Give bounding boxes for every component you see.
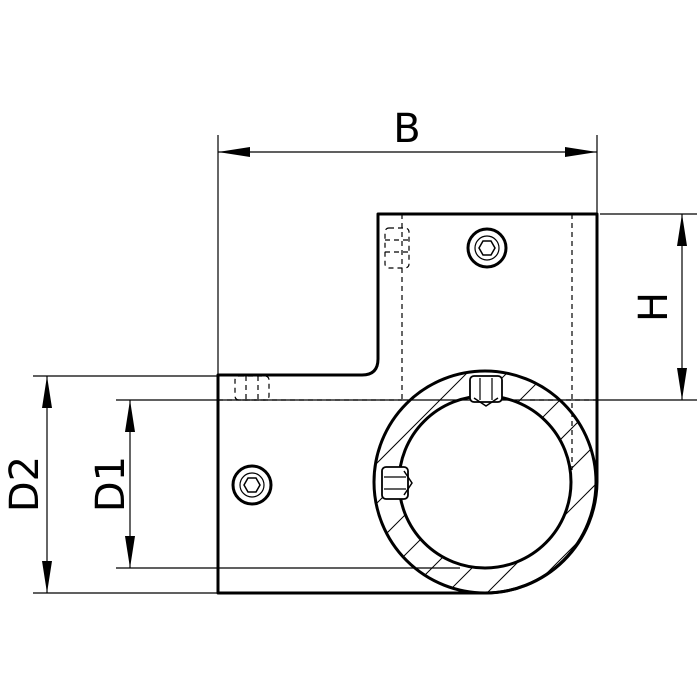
dimension-d2: D2 [2, 375, 218, 594]
dim-d1-arrow-bottom [125, 536, 135, 568]
dim-d2-arrow-top [42, 376, 52, 408]
dimension-b: B [217, 106, 598, 375]
hidden-lines [218, 214, 597, 470]
hidden-setscrew-left [234, 375, 270, 401]
dim-b-label: B [393, 106, 420, 152]
hex-screw-left [231, 464, 273, 506]
dim-b-arrow-left [218, 147, 250, 157]
dimension-h: H [500, 213, 697, 401]
dim-d1-label: D1 [88, 456, 134, 512]
hex-screw-top-right [466, 227, 508, 269]
dim-h-arrow-bottom [677, 368, 687, 400]
setscrew-left-section [381, 466, 413, 500]
hex-socket-icon [243, 477, 261, 493]
dim-h-label: H [631, 292, 677, 322]
hidden-setscrew-top [384, 227, 410, 269]
dim-d2-label: D2 [2, 456, 48, 512]
tube-inner-circle [397, 394, 573, 570]
hex-socket-icon [478, 240, 496, 256]
setscrew-top-section [469, 375, 503, 407]
dim-h-arrow-top [677, 214, 687, 246]
dimension-d1: D1 [88, 399, 480, 569]
dim-d2-arrow-bottom [42, 561, 52, 593]
dim-b-arrow-right [565, 147, 597, 157]
tube-outer-circle [372, 369, 598, 595]
dim-d1-arrow-top [125, 400, 135, 432]
